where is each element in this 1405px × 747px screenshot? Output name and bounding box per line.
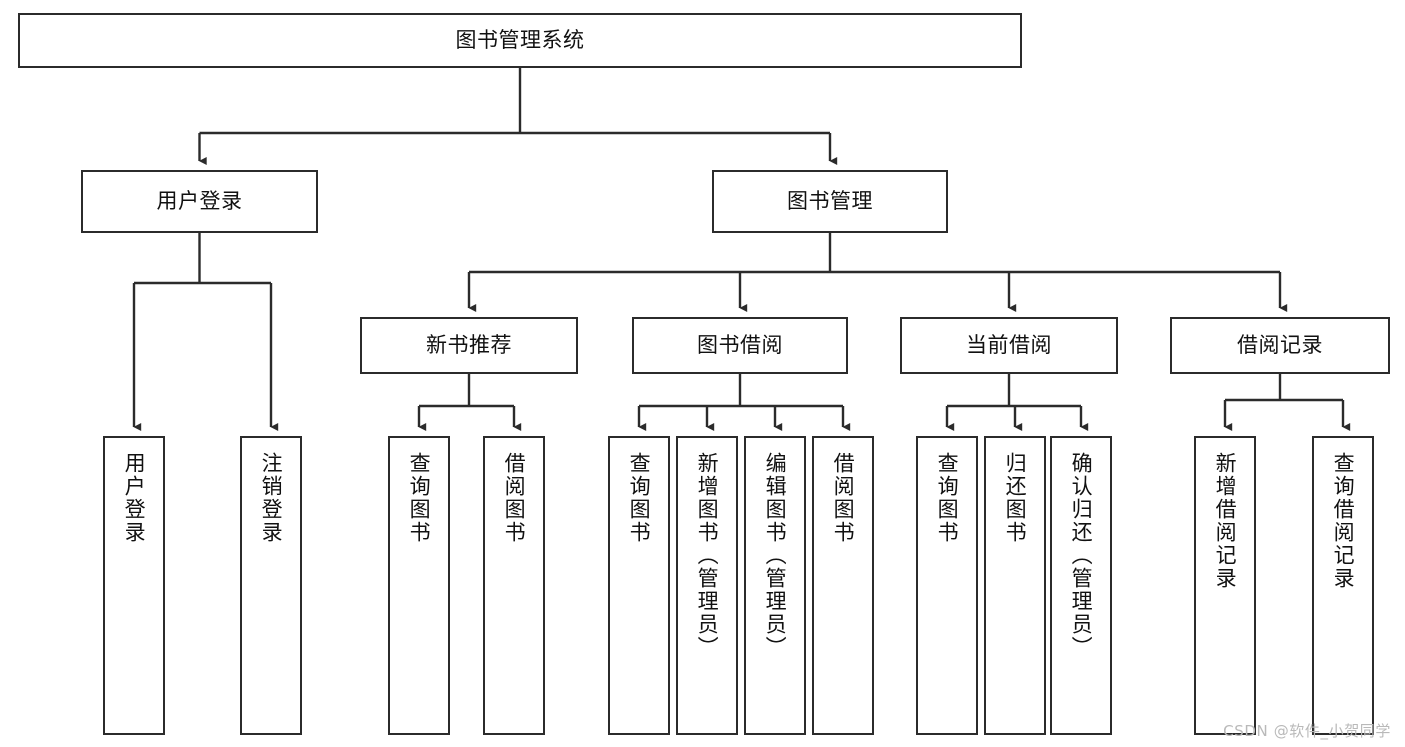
node-label-leaf-bo-a: 新增图书（管理员） <box>695 452 720 659</box>
node-label-bookmgmt: 图书管理 <box>787 188 873 213</box>
node-label-leaf-bo-b: 借阅图书 <box>831 452 856 544</box>
node-label-leaf-nb-q: 查询图书 <box>407 452 432 544</box>
node-newbook[interactable]: 新书推荐 <box>360 317 578 374</box>
node-label-leaf-bo-e: 编辑图书（管理员） <box>763 452 788 659</box>
node-label-records: 借阅记录 <box>1237 332 1323 357</box>
node-leaf-re-a[interactable]: 新增借阅记录 <box>1194 436 1256 735</box>
node-leaf-nb-b[interactable]: 借阅图书 <box>483 436 545 735</box>
connector-paths <box>132 68 1351 432</box>
node-current[interactable]: 当前借阅 <box>900 317 1118 374</box>
node-label-leaf-cu-r: 归还图书 <box>1003 452 1028 544</box>
node-root[interactable]: 图书管理系统 <box>18 13 1022 68</box>
node-leaf-logout[interactable]: 注销登录 <box>240 436 302 735</box>
node-leaf-nb-q[interactable]: 查询图书 <box>388 436 450 735</box>
node-leaf-bo-q[interactable]: 查询图书 <box>608 436 670 735</box>
node-label-leaf-re-q: 查询借阅记录 <box>1331 452 1356 590</box>
node-label-leaf-cu-c: 确认归还（管理员） <box>1069 452 1094 659</box>
node-label-login: 用户登录 <box>156 188 243 213</box>
node-label-newbook: 新书推荐 <box>426 332 512 357</box>
node-leaf-cu-r[interactable]: 归还图书 <box>984 436 1046 735</box>
node-leaf-cu-c[interactable]: 确认归还（管理员） <box>1050 436 1112 735</box>
node-leaf-cu-q[interactable]: 查询图书 <box>916 436 978 735</box>
node-leaf-bo-a[interactable]: 新增图书（管理员） <box>676 436 738 735</box>
node-leaf-re-q[interactable]: 查询借阅记录 <box>1312 436 1374 735</box>
node-leaf-bo-b[interactable]: 借阅图书 <box>812 436 874 735</box>
node-label-leaf-logout: 注销登录 <box>259 452 284 544</box>
node-label-leaf-bo-q: 查询图书 <box>627 452 652 544</box>
node-label-root: 图书管理系统 <box>455 27 585 52</box>
node-label-borrow: 图书借阅 <box>697 332 783 357</box>
node-borrow[interactable]: 图书借阅 <box>632 317 848 374</box>
node-leaf-bo-e[interactable]: 编辑图书（管理员） <box>744 436 806 735</box>
node-label-current: 当前借阅 <box>966 332 1052 357</box>
node-records[interactable]: 借阅记录 <box>1170 317 1390 374</box>
node-bookmgmt[interactable]: 图书管理 <box>712 170 948 233</box>
node-label-leaf-cu-q: 查询图书 <box>935 452 960 544</box>
node-label-leaf-re-a: 新增借阅记录 <box>1213 452 1238 590</box>
node-label-leaf-login: 用户登录 <box>122 452 147 544</box>
node-login[interactable]: 用户登录 <box>81 170 318 233</box>
node-leaf-login[interactable]: 用户登录 <box>103 436 165 735</box>
node-label-leaf-nb-b: 借阅图书 <box>502 452 527 544</box>
